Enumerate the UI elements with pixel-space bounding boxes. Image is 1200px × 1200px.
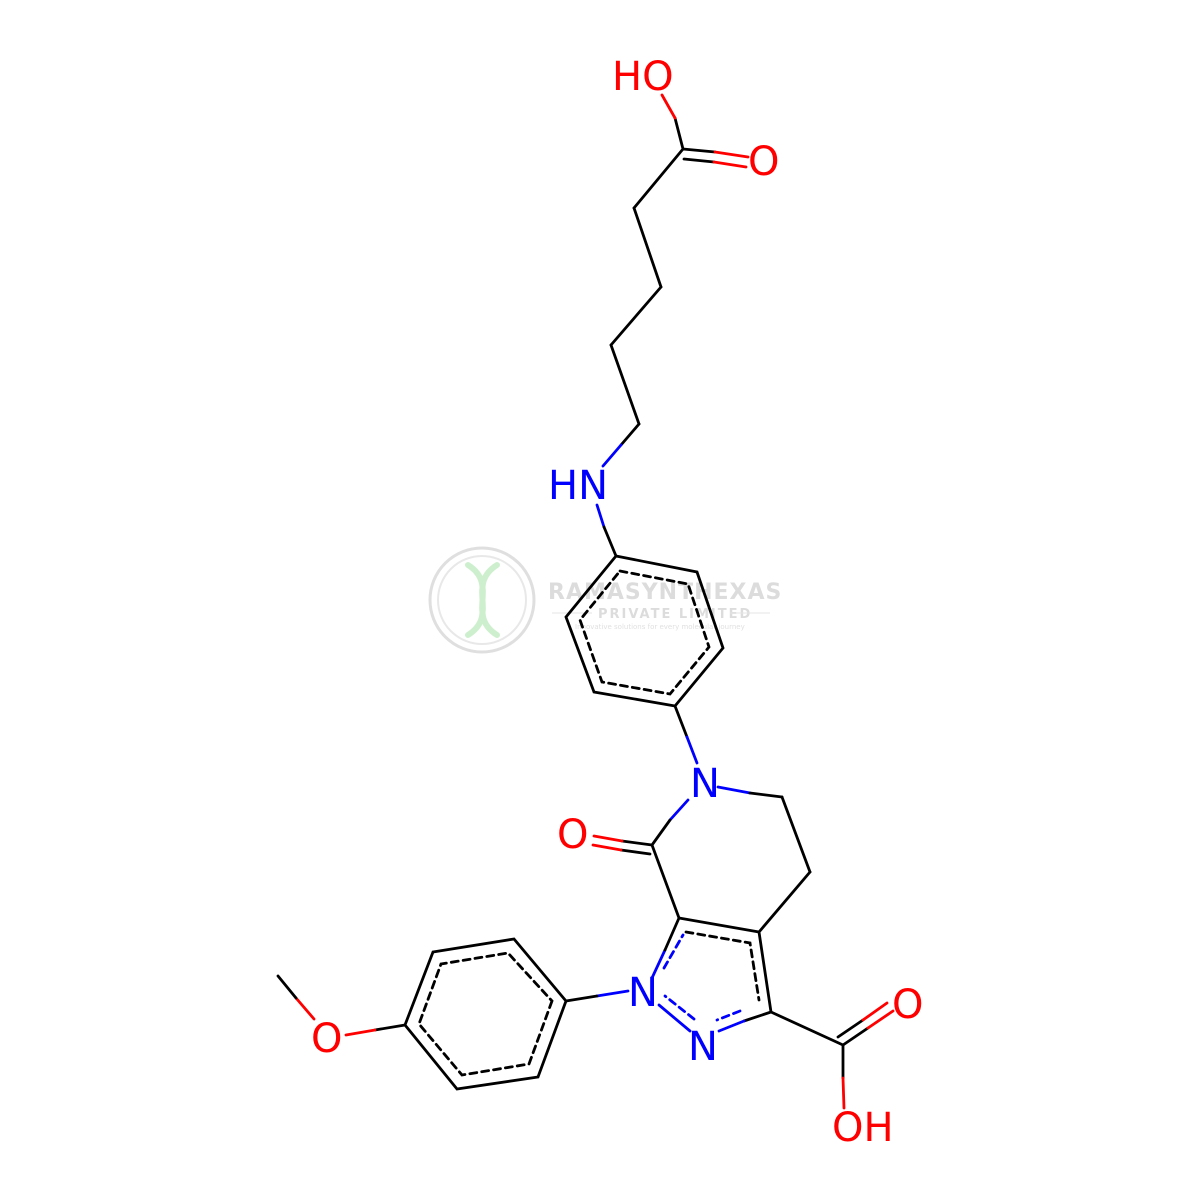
atom-lactam-n: N — [690, 761, 720, 807]
atom-lactam-o: O — [557, 812, 588, 858]
atom-pyrazole-n1: N — [628, 970, 658, 1016]
bond-ch2-ch2 — [780, 795, 812, 874]
bond-aryl-o-red — [344, 1028, 377, 1037]
atom-methoxy-o: O — [311, 1016, 342, 1062]
watermark-title: RAMASYNTHEXAS — [548, 580, 782, 605]
chain-bonds — [595, 93, 750, 558]
methoxyphenyl-group — [276, 937, 630, 1091]
pyrazole-inner-dashed-n1 — [662, 933, 685, 970]
bond-n1-c7a-blue — [650, 948, 667, 980]
aniline-ring-outer — [564, 554, 725, 708]
bond-n1-aryl — [564, 994, 599, 1003]
atom-acid-o: O — [892, 982, 923, 1028]
watermark: RAMASYNTHEXAS PRIVATE LIMITED Innovative… — [428, 546, 782, 654]
bond-n-carbonyl-blue — [668, 798, 690, 822]
bond-cooh-oh-red — [841, 1076, 846, 1110]
bond-c5-nh — [619, 422, 641, 447]
bond-cooh-o-a-red — [866, 1009, 895, 1030]
bond-c1-c2 — [632, 147, 685, 210]
atom-labels: HO O HN N O N N O O OH — [311, 54, 923, 1151]
bond-c3-c4 — [609, 285, 663, 347]
bond-carbonyl-c7a — [650, 843, 681, 920]
bond-co-a — [620, 839, 654, 847]
bond-n1-c7a — [663, 916, 681, 952]
bond-c7a-c3a — [677, 916, 761, 934]
bond-cooh-o-a — [841, 1026, 870, 1047]
bond-c1-o-hydroxyl-red — [660, 93, 677, 120]
bond-ch2-c3a — [757, 870, 812, 934]
watermark-subtitle: PRIVATE LIMITED — [598, 607, 752, 622]
atom-acid-oh: OH — [832, 1105, 894, 1151]
bond-c3-cooh — [769, 1010, 845, 1047]
bond-nh-ring-blue — [595, 503, 606, 529]
bond-cooh-o-b-red — [861, 1001, 889, 1022]
bond-o-ch3 — [276, 974, 298, 1000]
bond-c3-n2-black — [742, 1010, 773, 1023]
bond-c3a-c3 — [757, 930, 773, 1014]
dna-helix-icon — [465, 562, 500, 638]
aniline-ring-inner-dashed — [578, 569, 711, 696]
bond-ring-lactam-n-blue — [685, 735, 699, 765]
atom-hydroxyl-top: HO — [612, 54, 674, 100]
atom-amine-nh: HN — [548, 463, 608, 509]
pyrazole-inner-dashed-n — [715, 1009, 742, 1022]
methoxyphenyl-ring-inner-dashed — [417, 951, 554, 1077]
bond-c5-nh-blue — [601, 443, 623, 468]
bond-c2-c3 — [632, 206, 663, 289]
bond-co-b — [619, 848, 652, 856]
bond-ring-lactam-n — [673, 704, 689, 739]
carboxyl-bonds — [769, 1001, 895, 1110]
atom-carbonyl-o-top: O — [748, 139, 779, 185]
watermark-logo-inner — [437, 555, 527, 645]
bond-n2-n1-blue — [657, 1003, 692, 1033]
atom-pyrazole-n2: N — [688, 1024, 718, 1070]
methoxyphenyl-ring-outer — [403, 937, 568, 1091]
bond-aryl-o — [373, 1023, 407, 1032]
bond-o-ch3-red — [294, 996, 316, 1021]
lactam-ring-bonds — [591, 704, 812, 934]
bond-c1-o-carbonyl-a — [681, 147, 717, 154]
bond-nh-ring — [602, 525, 618, 558]
bond-c3-n2-blue — [717, 1019, 746, 1033]
bond-n-ch2-blue — [716, 785, 752, 795]
bond-c1-o-carbonyl-a-red — [713, 150, 750, 159]
bond-cooh-o-b — [836, 1018, 865, 1039]
bond-co-b-red — [591, 843, 623, 852]
watermark-tagline: Innovative solutions for every molecular… — [575, 623, 745, 631]
bond-n1-aryl-blue — [595, 989, 630, 998]
bond-c1-o-hydroxyl — [673, 116, 685, 151]
bond-c4-c5 — [609, 343, 641, 426]
watermark-logo-ring — [428, 546, 536, 654]
pyrazole-inner-dashed — [684, 930, 761, 1002]
bond-co-a-red — [592, 834, 624, 843]
bond-n-ch2 — [748, 791, 784, 799]
pyrazole-inner-dashed-nn — [663, 994, 696, 1021]
bond-n-carbonyl — [650, 818, 672, 847]
bond-c1-o-carbonyl-b — [682, 157, 716, 164]
aniline-ring — [564, 554, 725, 708]
bond-c1-o-carbonyl-b-red — [712, 160, 748, 169]
pyrazole-ring — [650, 916, 773, 1033]
